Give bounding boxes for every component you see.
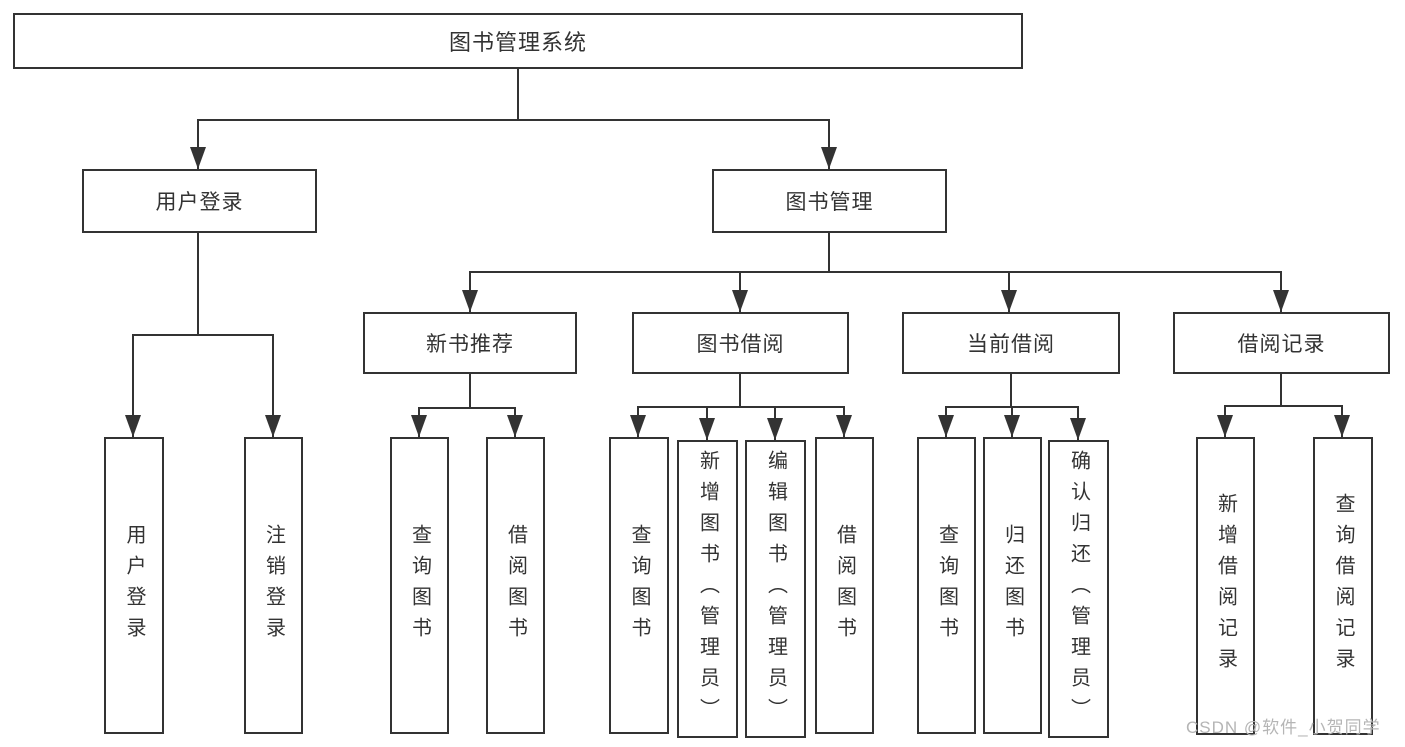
- arrowhead-down-icon: [1334, 415, 1350, 437]
- connector-line: [828, 119, 830, 169]
- arrowhead-down-icon: [767, 418, 783, 440]
- leaf-user-login: 用户登录: [104, 437, 164, 734]
- arrowhead-down-icon: [1004, 415, 1020, 437]
- arrowhead-down-icon: [938, 415, 954, 437]
- leaf-borrow-books-2: 借阅图书: [815, 437, 874, 734]
- leaf-borrow-books-1: 借阅图书: [486, 437, 545, 734]
- node-new-book-recommendation-label: 新书推荐: [426, 333, 514, 356]
- leaf-borrow-books-1-label: 借阅图书: [504, 523, 527, 648]
- connector-line: [517, 69, 519, 120]
- leaf-user-login-label: 用户登录: [123, 523, 145, 648]
- arrowhead-down-icon: [507, 415, 523, 437]
- leaf-logout: 注销登录: [244, 437, 303, 734]
- leaf-query-books-2-label: 查询图书: [628, 523, 650, 648]
- leaf-add-borrowing-record-label: 新增借阅记录: [1214, 493, 1237, 679]
- leaf-return-books-label: 归还图书: [1001, 523, 1024, 648]
- connector-line: [132, 334, 274, 336]
- node-borrowing-records: 借阅记录: [1173, 312, 1390, 374]
- connector-line: [1010, 374, 1012, 408]
- connector-line: [272, 334, 274, 437]
- connector-line: [197, 119, 199, 169]
- arrowhead-down-icon: [411, 415, 427, 437]
- node-root-library-management-system: 图书管理系统: [13, 13, 1023, 69]
- leaf-query-books-2: 查询图书: [609, 437, 669, 734]
- node-user-login-label: 用户登录: [155, 191, 244, 214]
- connector-line: [197, 233, 199, 336]
- leaf-add-books-admin: 新增图书（管理员）: [677, 440, 738, 738]
- arrowhead-down-icon: [1273, 290, 1289, 312]
- connector-line: [1280, 374, 1282, 407]
- arrowhead-down-icon: [821, 147, 837, 169]
- leaf-query-borrowing-record: 查询借阅记录: [1313, 437, 1373, 735]
- arrowhead-down-icon: [1217, 415, 1233, 437]
- leaf-query-borrowing-record-label: 查询借阅记录: [1332, 493, 1354, 679]
- node-book-management: 图书管理: [712, 169, 947, 233]
- connector-line: [132, 334, 134, 437]
- arrowhead-down-icon: [630, 415, 646, 437]
- node-book-borrowing: 图书借阅: [632, 312, 849, 374]
- node-new-book-recommendation: 新书推荐: [363, 312, 577, 374]
- connector-line: [418, 407, 516, 409]
- connector-line: [828, 233, 830, 273]
- arrowhead-down-icon: [836, 415, 852, 437]
- node-book-management-label: 图书管理: [785, 191, 874, 214]
- leaf-edit-books-admin-label: 编辑图书（管理员）: [764, 449, 787, 729]
- leaf-query-books-3-label: 查询图书: [935, 523, 958, 648]
- node-user-login: 用户登录: [82, 169, 317, 233]
- connector-line: [197, 119, 830, 121]
- leaf-query-books-1: 查询图书: [390, 437, 449, 734]
- connector-line: [739, 374, 741, 408]
- leaf-add-borrowing-record: 新增借阅记录: [1196, 437, 1255, 735]
- connector-line: [637, 406, 845, 408]
- leaf-query-books-3: 查询图书: [917, 437, 976, 734]
- connector-line: [469, 271, 1282, 273]
- leaf-edit-books-admin: 编辑图书（管理员）: [745, 440, 806, 738]
- csdn-watermark: CSDN @软件_小贺同学: [1186, 718, 1381, 737]
- arrowhead-down-icon: [1070, 418, 1086, 440]
- arrowhead-down-icon: [190, 147, 206, 169]
- arrowhead-down-icon: [699, 418, 715, 440]
- node-current-borrowing-label: 当前借阅: [967, 333, 1055, 356]
- arrowhead-down-icon: [462, 290, 478, 312]
- arrowhead-down-icon: [265, 415, 281, 437]
- node-current-borrowing: 当前借阅: [902, 312, 1120, 374]
- node-borrowing-records-label: 借阅记录: [1237, 333, 1326, 356]
- leaf-borrow-books-2-label: 借阅图书: [833, 523, 856, 648]
- arrowhead-down-icon: [1001, 290, 1017, 312]
- connector-line: [469, 374, 471, 409]
- leaf-return-books: 归还图书: [983, 437, 1042, 734]
- leaf-add-books-admin-label: 新增图书（管理员）: [696, 449, 719, 729]
- leaf-logout-label: 注销登录: [262, 523, 285, 648]
- arrowhead-down-icon: [732, 290, 748, 312]
- connector-line: [1224, 405, 1343, 407]
- node-root-label: 图书管理系统: [448, 30, 587, 55]
- leaf-confirm-return-admin-label: 确认归还（管理员）: [1067, 449, 1090, 729]
- arrowhead-down-icon: [125, 415, 141, 437]
- leaf-query-books-1-label: 查询图书: [408, 523, 431, 648]
- node-book-borrowing-label: 图书借阅: [696, 333, 785, 356]
- leaf-confirm-return-admin: 确认归还（管理员）: [1048, 440, 1109, 738]
